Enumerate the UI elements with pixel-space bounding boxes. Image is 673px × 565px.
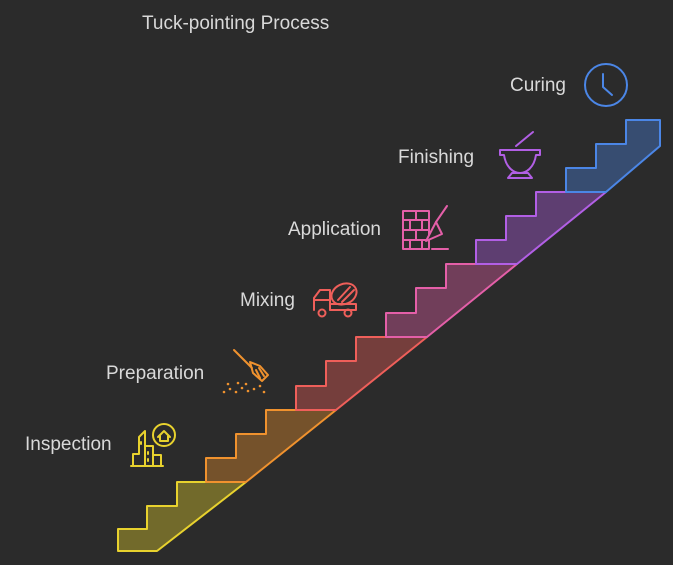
stair-segment-preparation xyxy=(205,409,337,483)
clock-icon xyxy=(584,63,628,107)
step-label-inspection: Inspection xyxy=(25,434,112,455)
building-search-icon xyxy=(130,423,176,467)
stair-segment-curing xyxy=(565,119,661,193)
stair-segment-finishing xyxy=(475,191,607,265)
mortar-pestle-icon xyxy=(499,131,541,179)
stair-segment-application xyxy=(385,263,518,338)
step-label-mixing: Mixing xyxy=(240,290,295,311)
step-label-preparation: Preparation xyxy=(106,363,205,384)
step-label-application: Application xyxy=(288,219,381,240)
broom-icon xyxy=(222,349,269,394)
cement-mixer-truck-icon xyxy=(313,282,358,318)
step-label-curing: Curing xyxy=(510,75,566,96)
brick-trowel-icon xyxy=(402,205,449,250)
diagram-title: Tuck-pointing Process xyxy=(142,13,330,34)
step-label-finishing: Finishing xyxy=(398,147,475,168)
stair-segment-mixing xyxy=(295,336,428,411)
stair-segment-inspection xyxy=(117,481,247,552)
